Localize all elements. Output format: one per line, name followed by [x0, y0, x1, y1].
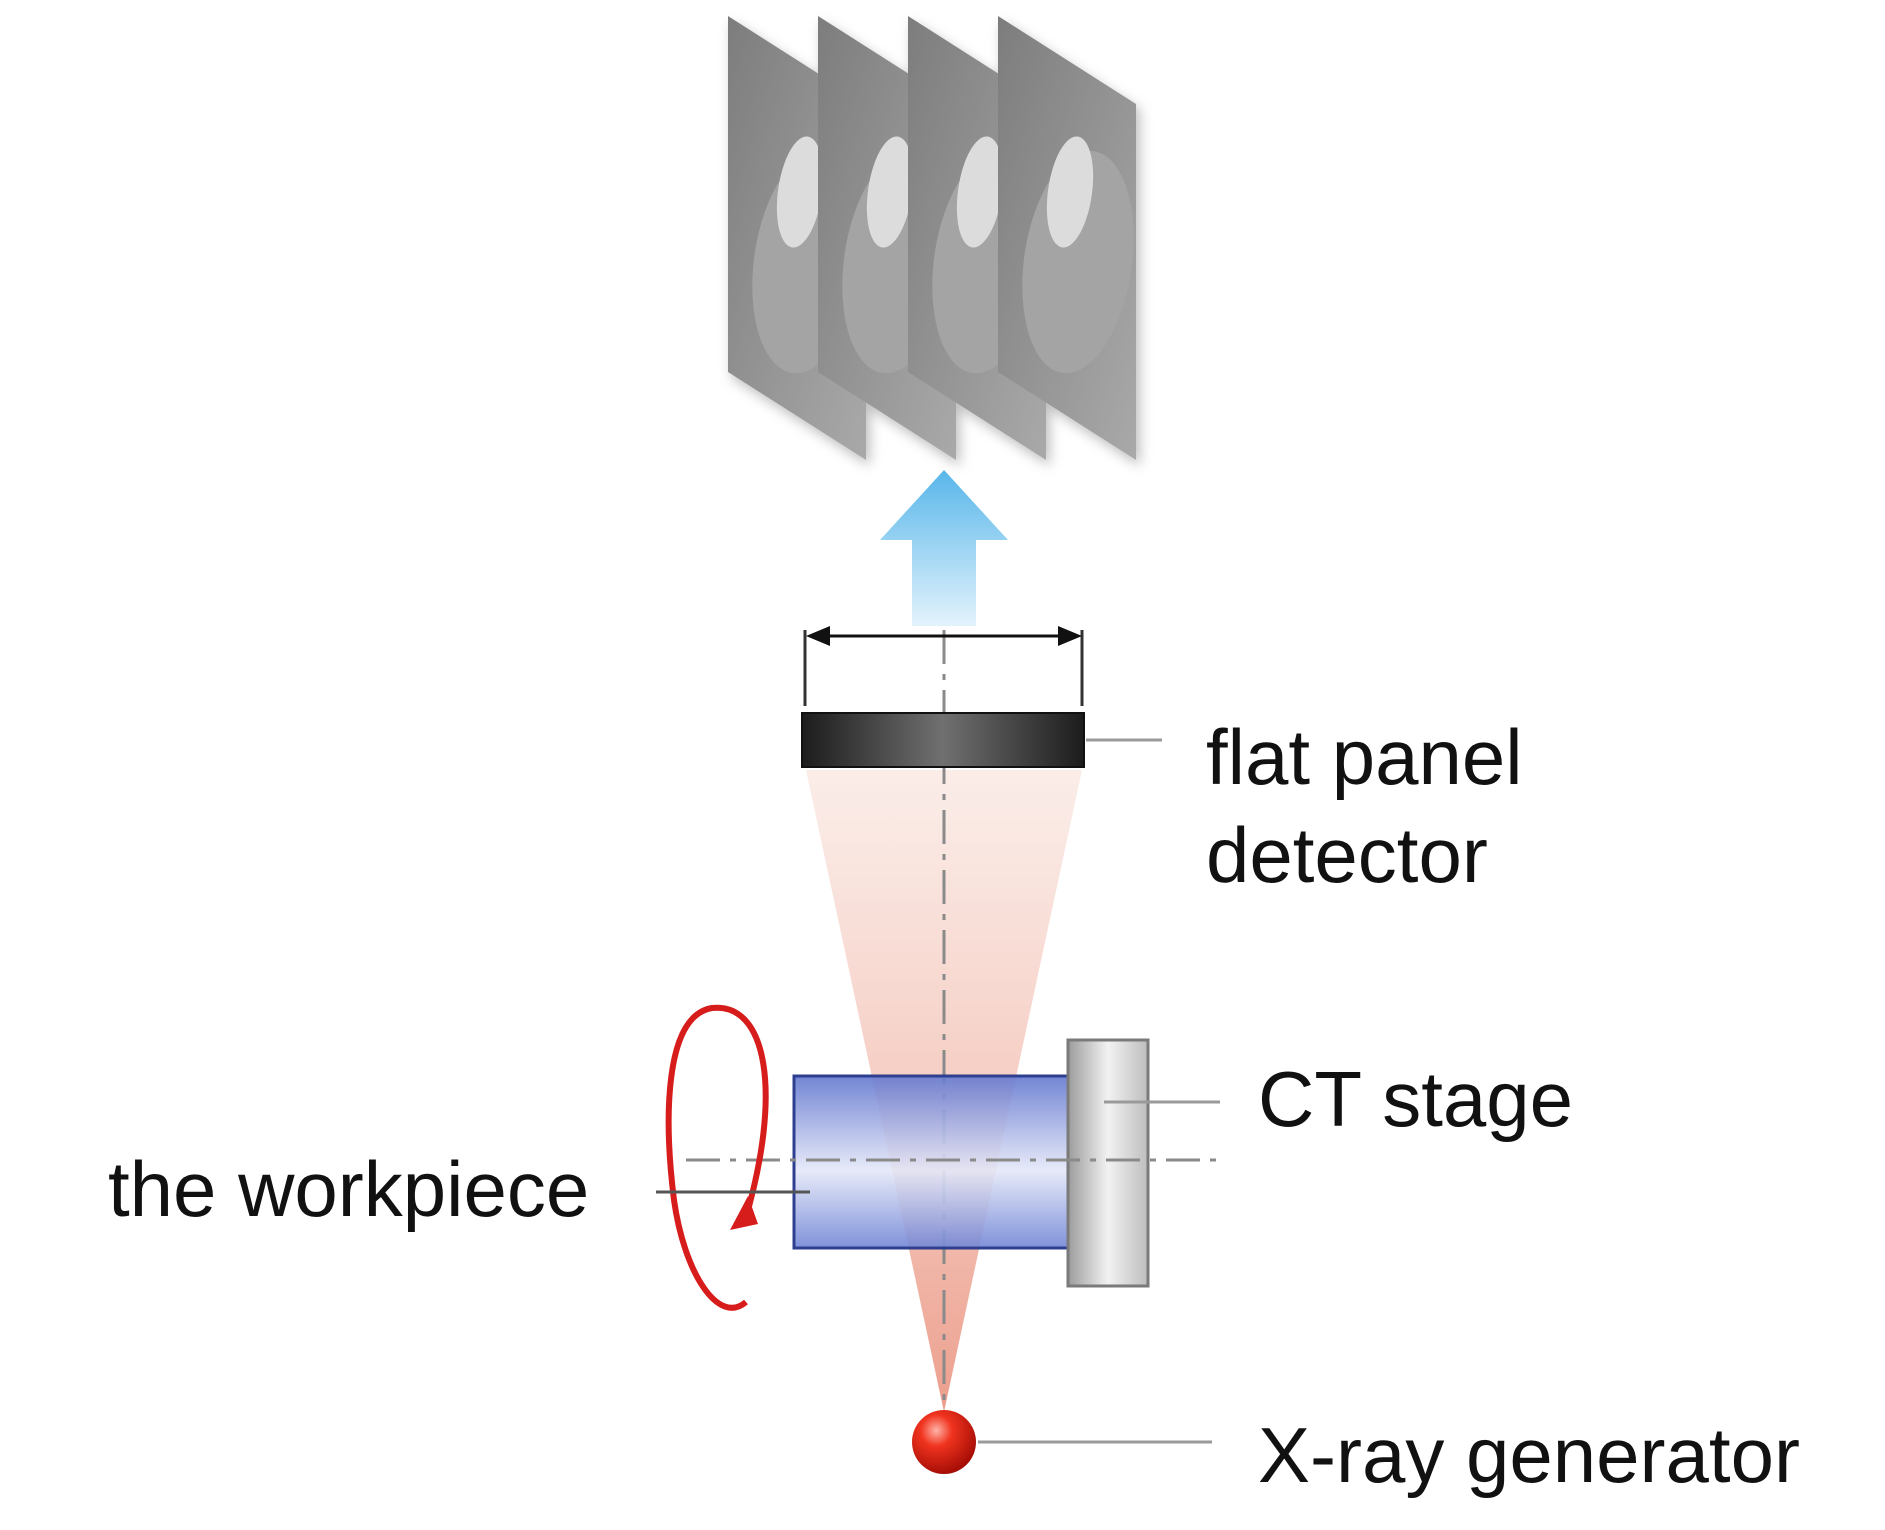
projection-image: [998, 16, 1136, 460]
workpiece-label: the workpiece: [108, 1145, 589, 1233]
detector-width-dimension: [803, 626, 1084, 706]
ct-stage: [1066, 1038, 1150, 1288]
up-arrow-icon: [880, 470, 1008, 626]
detector-label-line1: flat panel: [1206, 713, 1523, 801]
detector-label-line2: detector: [1206, 811, 1488, 899]
xray-source-icon: [912, 1410, 976, 1474]
projection-images-icon: [728, 16, 1136, 460]
ct-stage-label: CT stage: [1258, 1055, 1573, 1143]
xray-generator-label: X-ray generator: [1258, 1411, 1800, 1499]
rotation-arrow-icon: [665, 1004, 769, 1311]
workpiece: [792, 1074, 1070, 1250]
flat-panel-detector: [801, 712, 1085, 768]
